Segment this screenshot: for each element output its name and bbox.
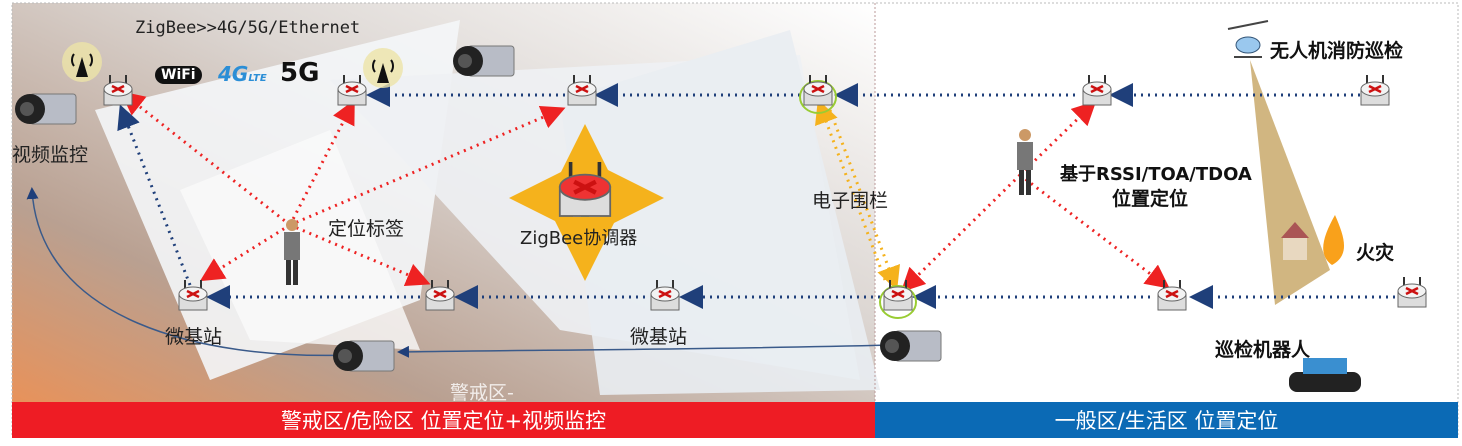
roof [1281, 222, 1309, 238]
coordinator-label: ZigBee协调器 [520, 228, 638, 249]
router-mark [1368, 84, 1382, 94]
robot-label: 巡检机器人 [1215, 339, 1311, 361]
zigbee-coordinator-icon [558, 162, 612, 217]
head [286, 219, 298, 231]
router-mark [573, 179, 597, 195]
video-label: 视频监控 [12, 144, 89, 166]
danger-zone-bar: 警戒区/危险区 位置定位+视频监控 [12, 402, 875, 438]
person-icon [1017, 129, 1033, 195]
router-mark [1090, 84, 1104, 94]
signal-link [900, 173, 1022, 293]
wall [1283, 238, 1307, 260]
camera-icon [453, 45, 515, 77]
camera-icon [15, 93, 77, 125]
video-link [397, 344, 891, 358]
drone-icon [1227, 20, 1269, 58]
fire-icon [1323, 215, 1345, 265]
router-mark [811, 84, 825, 94]
drone-label: 无人机消防巡检 [1270, 40, 1404, 62]
camera-glass [458, 54, 472, 68]
nodes [15, 20, 1427, 392]
router-mark [111, 84, 125, 94]
router-icon [425, 280, 455, 311]
router-mark [345, 84, 359, 94]
router-icon [1157, 280, 1187, 311]
robot-icon [1289, 358, 1361, 392]
leg [1019, 170, 1024, 195]
drone-view-cone [1250, 60, 1330, 305]
router-mark [891, 289, 905, 299]
camera-icon [880, 330, 942, 362]
fence-router-icon [879, 280, 917, 319]
router-mark [186, 289, 200, 299]
signal-link [199, 223, 291, 282]
micro-station-label: 微基站 [630, 326, 688, 348]
lte-sub-label: LTE [248, 73, 267, 84]
leg [286, 260, 291, 285]
micro-station-label: 微基站 [165, 326, 223, 348]
router-icon [1082, 75, 1112, 106]
leg [1026, 170, 1031, 195]
camera-glass [885, 339, 899, 353]
video-link [26, 187, 351, 357]
signal-tower-icon [363, 48, 403, 88]
router-mark [1165, 289, 1179, 299]
lte-icon: 4GLTE [218, 62, 267, 86]
tag-label: 定位标签 [328, 218, 405, 240]
router-icon [567, 75, 597, 106]
signal-link [288, 99, 355, 226]
signal-tower-icon [62, 42, 102, 82]
tower-waves [372, 59, 394, 73]
positioning-label-1: 基于RSSI/TOA/TDOA [1060, 164, 1252, 185]
camera-glass [20, 102, 34, 116]
lte-label: 4G [218, 62, 249, 86]
network-title: ZigBee>>4G/5G/Ethernet [135, 18, 361, 38]
tracks [1289, 372, 1361, 392]
fence-link [815, 99, 887, 281]
tower-waves [71, 53, 93, 67]
router-mark [433, 289, 447, 299]
router-icon [1360, 75, 1390, 106]
router-mark [1405, 286, 1419, 296]
fence-link [828, 109, 900, 291]
drone-body [1235, 36, 1261, 54]
router-icon [178, 280, 208, 311]
tower [76, 57, 88, 77]
wifi-icon: WiFi [155, 66, 202, 84]
robot-frame [1303, 358, 1347, 374]
fence-ring [799, 80, 837, 114]
head [1019, 129, 1031, 141]
rotor [1227, 20, 1269, 30]
camera-glass [338, 349, 352, 363]
fence-label: 电子围栏 [812, 190, 889, 212]
signal-link [1019, 173, 1170, 289]
general-zone-bar: 一般区/生活区 位置定位 [875, 402, 1458, 438]
fence-router-icon [799, 75, 837, 114]
router-icon [103, 75, 133, 106]
signal-link [1018, 100, 1097, 177]
warning-faded-label: 警戒区- [450, 382, 514, 404]
camera-icon [333, 340, 395, 372]
leg [293, 260, 298, 285]
person-icon [284, 219, 300, 285]
router-mark [575, 84, 589, 94]
links [26, 83, 1395, 358]
router-icon [337, 75, 367, 106]
tower [377, 63, 389, 83]
coverage-area [560, 30, 880, 395]
suit [1017, 142, 1033, 170]
suit [284, 232, 300, 260]
signal-link [120, 91, 291, 227]
house-icon [1281, 222, 1309, 260]
positioning-label-2: 位置定位 [1112, 188, 1189, 210]
5g-icon: 5G [280, 58, 320, 88]
fire-label: 火灾 [1356, 242, 1395, 264]
fence-ring [879, 285, 917, 319]
router-icon [650, 280, 680, 311]
router-icon [1397, 277, 1427, 308]
router-mark [658, 289, 672, 299]
